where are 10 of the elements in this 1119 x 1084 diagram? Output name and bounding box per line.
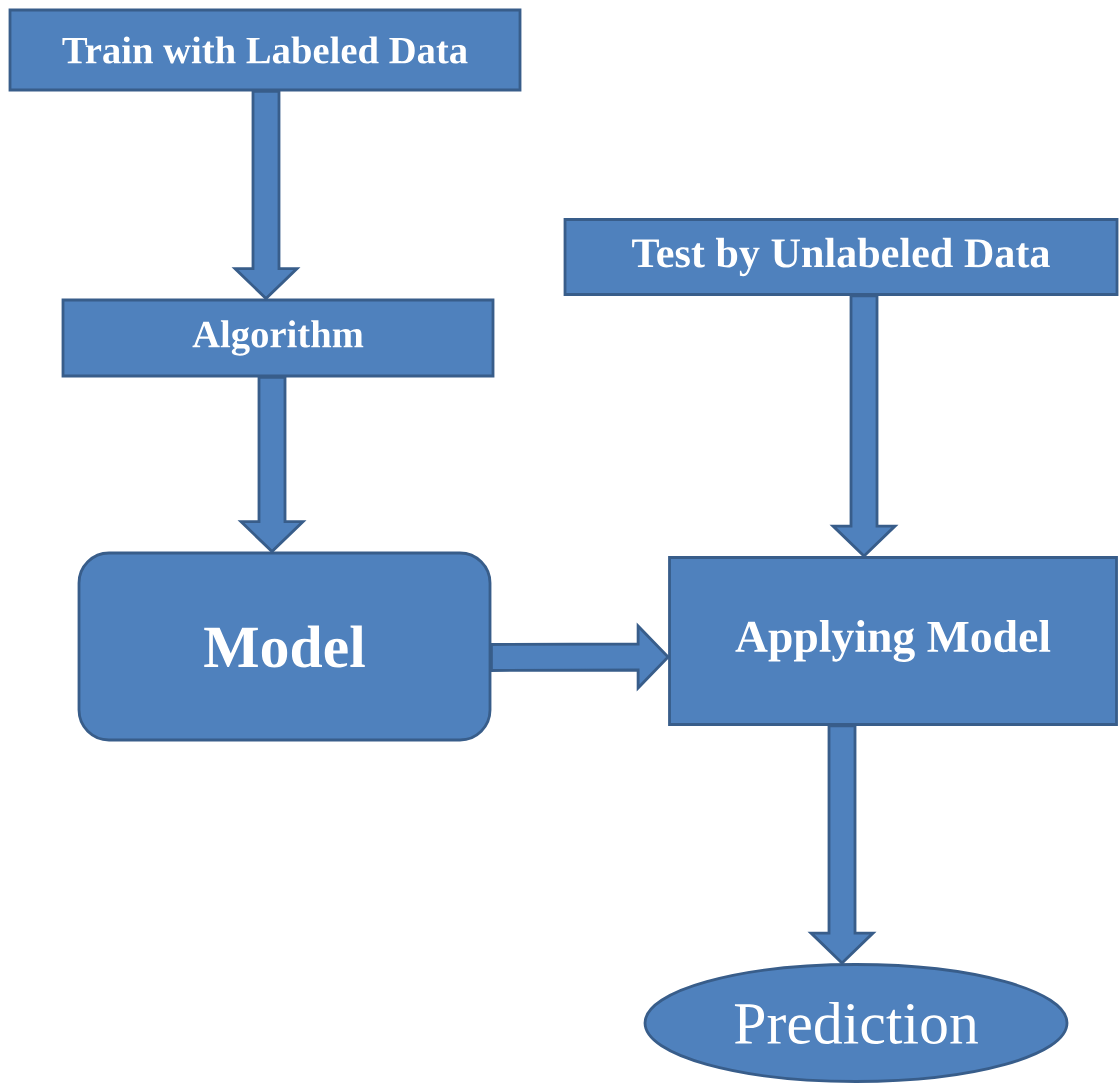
process-box: Algorithm [61, 298, 495, 378]
block-arrow [231, 90, 301, 301]
process-box: Test by Unlabeled Data [563, 218, 1119, 296]
process-box: Train with Labeled Data [8, 8, 522, 92]
block-arrow [829, 294, 899, 559]
block-arrow [237, 376, 307, 554]
process-box: Applying Model [668, 556, 1118, 726]
rounded-box: Model [77, 551, 492, 742]
block-arrow [490, 622, 671, 692]
block-arrow [807, 724, 877, 966]
